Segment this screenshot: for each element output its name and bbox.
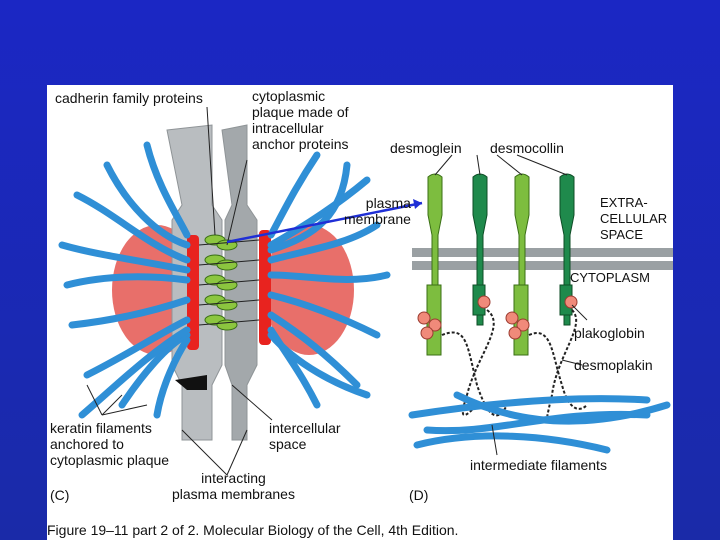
desmoplakin-chains: [441, 309, 588, 418]
label-panel-d: (D): [409, 487, 429, 503]
keratin-filaments: [58, 141, 391, 419]
label-plakoglobin: plakoglobin: [574, 325, 645, 341]
plaque-shadow: [175, 375, 207, 390]
membrane-d-top: [412, 248, 673, 257]
label-intercellular: intercellular space: [269, 420, 341, 452]
label-intermediate-filaments: intermediate filaments: [470, 457, 607, 473]
membrane-d-bottom: [412, 261, 673, 270]
label-extracellular: EXTRA- CELLULAR SPACE: [600, 195, 668, 242]
cadherin-cluster: [198, 234, 260, 331]
label-desmocollin: desmocollin: [490, 140, 564, 156]
label-plasma-membrane: plasma membrane: [344, 195, 411, 227]
figure-panel: cadherin family proteins cytoplasmic pla…: [47, 85, 673, 540]
intermediate-filaments: [408, 391, 671, 454]
arrow-head: [413, 199, 422, 209]
panel-d-leaders: [434, 154, 588, 456]
label-cytoplasmic-plaque: cytoplasmic plaque made of intracellular…: [252, 88, 349, 152]
label-panel-c: (C): [50, 487, 70, 503]
panel-c-leaders: [86, 106, 273, 476]
membrane-right: [221, 124, 258, 441]
connection-arrow: [226, 201, 423, 244]
label-cadherin: cadherin family proteins: [55, 90, 203, 106]
label-interacting-membranes: interacting plasma membranes: [172, 470, 295, 502]
plakoglobin-cluster: [417, 295, 578, 340]
label-keratin: keratin filaments anchored to cytoplasmi…: [50, 420, 170, 468]
label-cytoplasm: CYTOPLASM: [570, 270, 650, 285]
label-desmoplakin: desmoplakin: [574, 357, 653, 373]
figure-caption: Figure 19–11 part 2 of 2. Molecular Biol…: [47, 522, 459, 538]
desmosome-illustration: [58, 106, 673, 476]
label-desmoglein: desmoglein: [390, 140, 462, 156]
